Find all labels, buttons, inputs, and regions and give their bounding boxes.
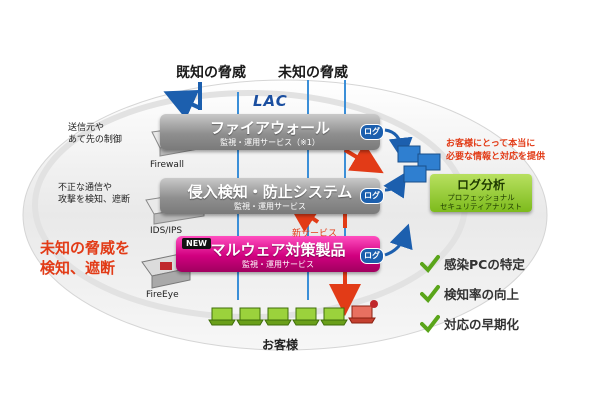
malware-log-badge: ログ [360, 248, 384, 264]
benefit-text: 検知率の向上 [444, 287, 520, 302]
known-threat-bounce-arrow [163, 90, 201, 120]
firewall-log-badge: ログ [360, 124, 384, 140]
check-icon [420, 315, 440, 334]
ids-ips-bar-subtitle: 監視・運用サービス [234, 202, 306, 211]
log-analysis-box: ログ分析 プロフェッショナル セキュリティアナリスト [430, 174, 532, 212]
unknown-threat-label: 未知の脅威 [278, 65, 348, 81]
ids-ips-label: IDS/IPS [150, 226, 183, 236]
log-analysis-sub2: セキュリティアナリスト [440, 202, 522, 211]
fireeye-label: FireEye [146, 290, 179, 300]
firewall-bar: ファイアウォール 監視・運用サービス（※1） [160, 114, 380, 150]
ids-ips-log-badge: ログ [360, 188, 384, 204]
check-icon [420, 255, 440, 274]
lac-label: LAC [253, 92, 288, 110]
malware-bar-title: マルウェア対策製品 [210, 241, 346, 259]
log-arrow-2 [383, 171, 407, 199]
log-analysis-title: ログ分析 [456, 178, 505, 192]
benefit-item: 感染PCの特定 [420, 254, 590, 274]
firewall-bar-title: ファイアウォール [209, 119, 330, 137]
firewall-label: Firewall [150, 160, 184, 170]
ids-ips-bar: 侵入検知・防止システム 監視・運用サービス [160, 178, 380, 214]
known-threat-label: 既知の脅威 [176, 65, 246, 81]
unknown-threat-arrow-1 [343, 143, 384, 174]
check-icon [420, 285, 440, 304]
benefit-text: 対応の早期化 [444, 317, 520, 332]
customer-pcs [208, 307, 348, 326]
log-analysis-sub1: プロフェッショナル [447, 193, 515, 202]
unknown-threat-note: 未知の脅威を 検知、遮断 [40, 239, 131, 277]
benefit-text: 感染PCの特定 [444, 257, 525, 272]
infected-pc-icon [348, 300, 378, 324]
customers-label: お客様 [262, 338, 299, 352]
firewall-bar-subtitle: 監視・運用サービス（※1） [220, 138, 320, 147]
malware-bar-subtitle: 監視・運用サービス [242, 260, 314, 269]
new-badge: NEW [182, 238, 211, 249]
benefit-item: 検知率の向上 [420, 284, 590, 304]
ids-ips-note: 不正な通信や 攻撃を検知、遮断 [58, 183, 131, 205]
log-arrow-3 [384, 223, 413, 257]
value-provision-note: お客様にとって本当に 必要な情報と対応を提供 [446, 139, 546, 162]
analyst-monitors-icon [397, 145, 441, 183]
benefit-item: 対応の早期化 [420, 314, 590, 334]
ids-ips-bar-title: 侵入検知・防止システム [187, 183, 353, 201]
firewall-note: 送信元や あて先の制御 [68, 123, 122, 145]
new-service-label: 新サービス [292, 229, 338, 239]
